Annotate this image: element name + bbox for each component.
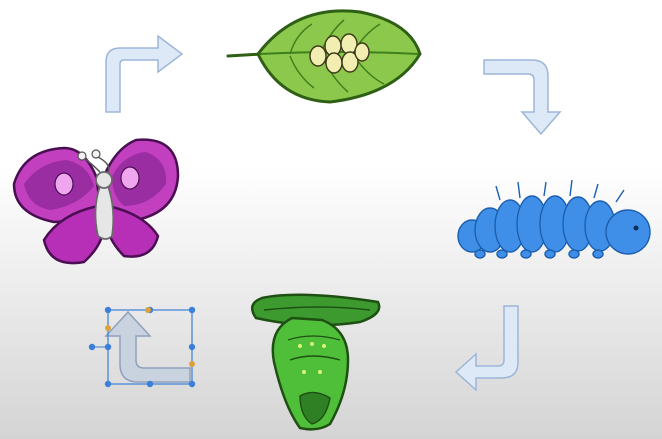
resize-handle[interactable] xyxy=(189,381,195,387)
adjust-handle[interactable] xyxy=(189,361,195,367)
resize-handle[interactable] xyxy=(189,307,195,313)
rotate-handle[interactable] xyxy=(89,344,95,350)
caterpillar-icon xyxy=(458,180,650,258)
eggs-on-leaf-icon xyxy=(228,11,420,102)
butterfly-icon xyxy=(14,140,178,263)
adjust-handle[interactable] xyxy=(105,325,111,331)
resize-handle[interactable] xyxy=(105,381,111,387)
bent-arrow-right-down-icon[interactable] xyxy=(484,60,560,134)
resize-handle[interactable] xyxy=(105,344,111,350)
bent-arrow-left-up-icon[interactable] xyxy=(106,312,190,382)
chrysalis-icon xyxy=(252,295,379,430)
adjust-handle[interactable] xyxy=(145,307,151,313)
bent-arrow-up-right-icon[interactable] xyxy=(106,36,182,112)
resize-handle[interactable] xyxy=(147,381,153,387)
bent-arrow-down-left-icon[interactable] xyxy=(456,306,518,390)
resize-handle[interactable] xyxy=(105,307,111,313)
resize-handle[interactable] xyxy=(189,344,195,350)
